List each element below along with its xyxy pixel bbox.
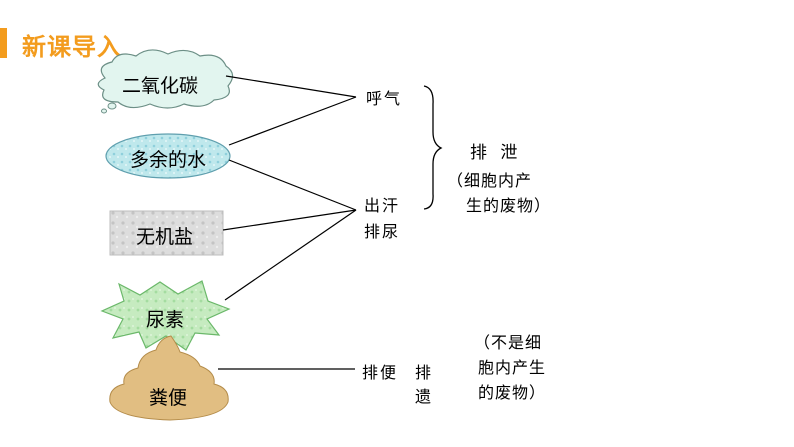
egestion-note-line1: （不是细 <box>474 333 543 352</box>
urea-label: 尿素 <box>146 309 185 331</box>
urea-starburst-shape <box>100 280 231 351</box>
co2-label: 二氧化碳 <box>122 75 199 97</box>
sweat-label: 出汗 <box>364 196 401 215</box>
header-accent-bar <box>0 28 7 58</box>
salt-label: 无机盐 <box>136 226 194 248</box>
defecate-label: 排便 <box>362 363 399 382</box>
feces-label: 粪便 <box>149 387 188 409</box>
egestion-note-line2: 胞内产生 <box>478 358 547 377</box>
exhale-label: 呼气 <box>366 89 403 108</box>
salt-rect-shape <box>109 210 224 256</box>
co2-cloud-shape <box>97 49 234 114</box>
connector-lines <box>218 75 357 370</box>
feces-mound-shape <box>109 335 229 421</box>
excretion-brace <box>423 85 443 210</box>
page-title: 新课导入 <box>22 33 122 61</box>
excretion-heading: 排 泄 <box>470 143 522 163</box>
egestion-heading-line1: 排 <box>415 363 434 382</box>
water-ellipse-shape <box>105 133 231 179</box>
excretion-note-line2: 生的废物） <box>466 196 552 215</box>
water-label: 多余的水 <box>130 149 207 171</box>
urinate-label: 排尿 <box>364 222 401 241</box>
egestion-heading-line2: 遗 <box>415 387 434 406</box>
egestion-note-line3: 的废物） <box>478 383 547 402</box>
excretion-note-line1: （细胞内产 <box>447 171 533 190</box>
